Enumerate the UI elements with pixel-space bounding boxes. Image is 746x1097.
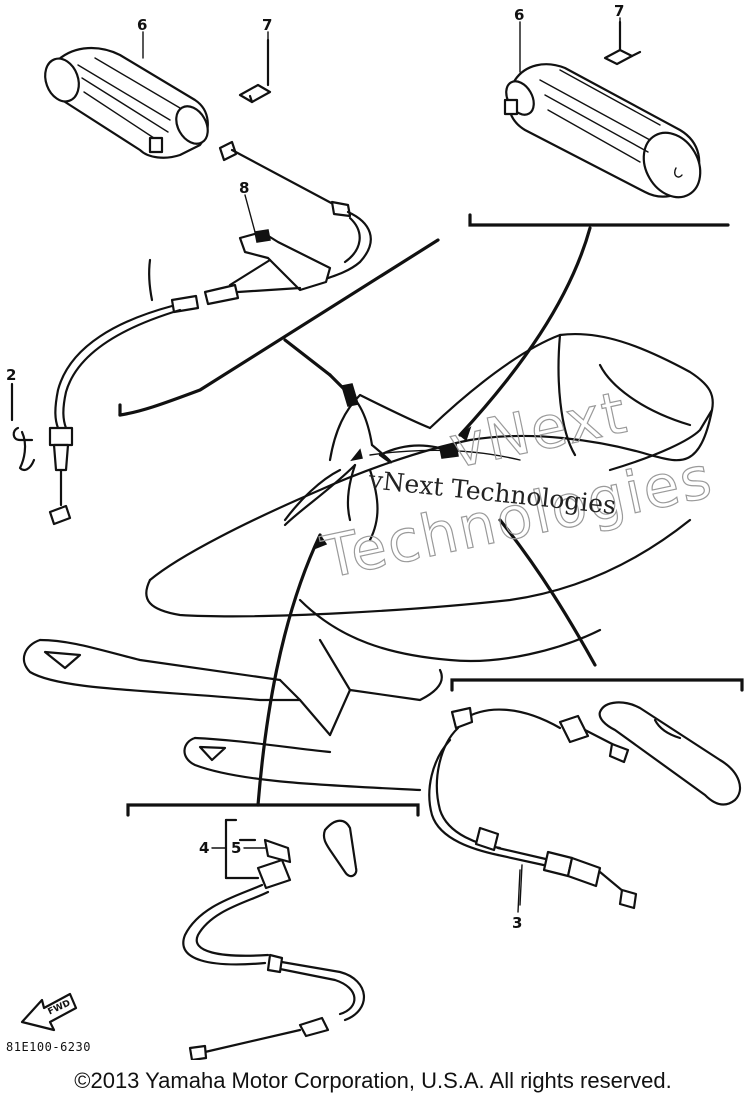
choke-cable-part <box>182 818 365 1060</box>
drawing-code: 81E100-6230 <box>6 1040 91 1054</box>
brake-cable-part <box>428 701 742 910</box>
callout-2: 2 <box>6 366 16 384</box>
callout-6-right: 6 <box>514 6 524 24</box>
callout-7-left: 7 <box>262 16 272 34</box>
pin-part <box>10 382 36 471</box>
center-cable-junction <box>283 383 459 542</box>
callout-5: 5 <box>231 839 241 857</box>
callout-7-right: 7 <box>614 2 624 20</box>
callout-4: 4 <box>199 839 209 857</box>
callout-leaders <box>11 17 621 913</box>
parts-diagram: 6 7 8 6 7 2 4 5 3 FWD vNext Technologies… <box>6 2 744 1060</box>
left-bolt-part <box>238 38 272 104</box>
watermark: vNext Technologies vNext Technologies <box>315 377 719 592</box>
right-grip-part <box>503 63 702 199</box>
callout-numbers: 6 7 8 6 7 2 4 5 3 <box>6 2 624 932</box>
callout-6-left: 6 <box>137 16 147 34</box>
callout-brackets <box>118 213 744 817</box>
snowmobile-body <box>22 333 714 792</box>
copyright-notice: ©2013 Yamaha Motor Corporation, U.S.A. A… <box>74 1068 672 1093</box>
throttle-cable-part <box>48 140 372 526</box>
callout-3: 3 <box>512 914 522 932</box>
right-bolt-part <box>603 20 642 66</box>
callout-8: 8 <box>239 179 249 197</box>
fwd-arrow-icon: FWD <box>20 992 78 1032</box>
left-grip-part <box>44 46 209 159</box>
